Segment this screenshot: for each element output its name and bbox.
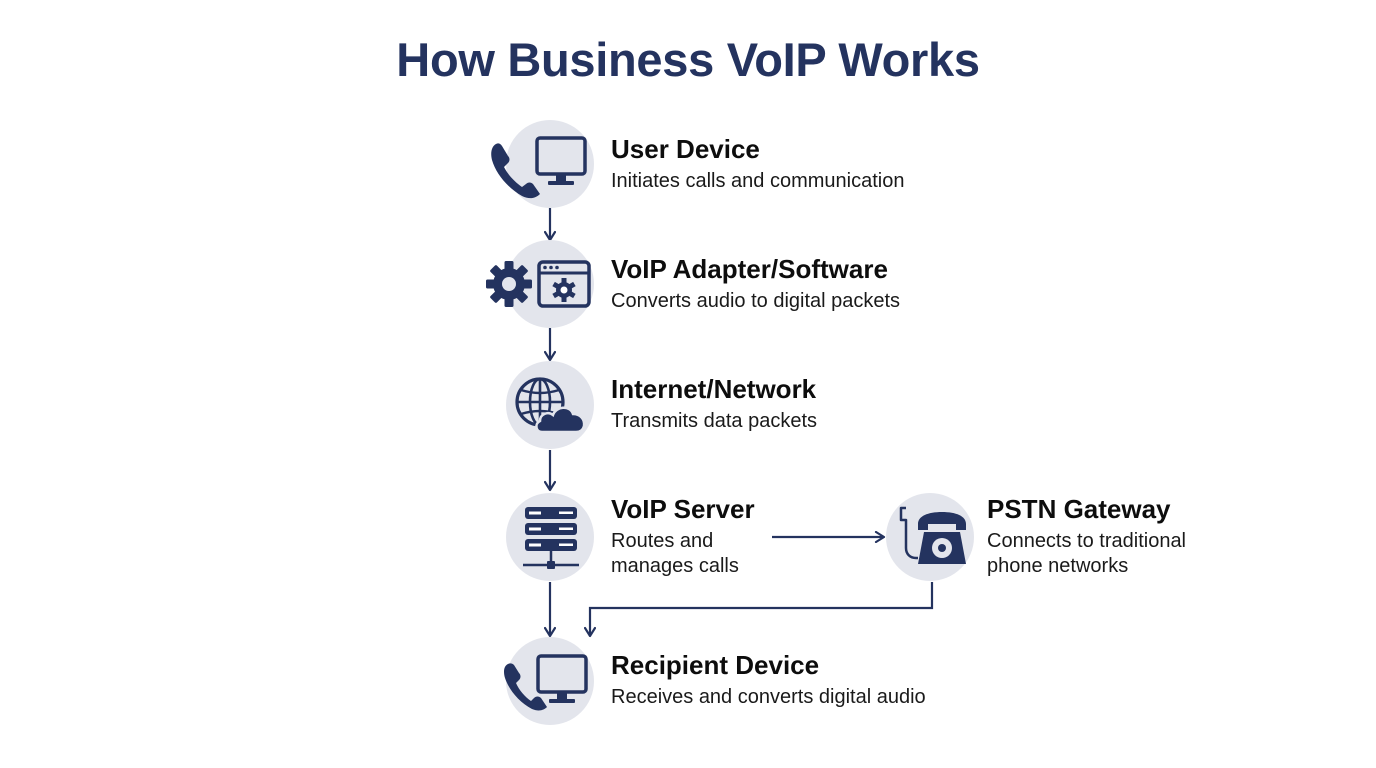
phone-monitor-icon [504,654,588,711]
internet-network-desc: Transmits data packets [611,410,818,432]
recipient-device-desc: Receives and converts digital audio [611,686,926,708]
phone-monitor-icon [491,136,587,199]
voip-adapter-desc: Converts audio to digital packets [611,290,901,312]
arrow-gateway-to-recipient [590,582,934,636]
globe-cloud-icon [515,377,586,434]
pstn-gateway-desc-line2: phone networks [987,555,1129,577]
gear-window-icon [486,260,591,308]
voip-server-desc-line1: Routes and [611,530,714,552]
internet-network-title: Internet/Network [611,374,817,404]
desk-phone-icon [899,506,966,564]
diagram-title: How Business VoIP Works [396,33,980,86]
user-device-desc: Initiates calls and communication [611,170,905,192]
user-device-title: User Device [611,134,760,164]
voip-adapter-title: VoIP Adapter/Software [611,254,888,284]
voip-server-desc-line2: manages calls [611,555,739,577]
recipient-device-circle [506,637,594,725]
recipient-device-title: Recipient Device [611,650,820,680]
server-rack-icon [523,507,579,569]
pstn-gateway-title: PSTN Gateway [987,494,1171,524]
pstn-gateway-desc-line1: Connects to traditional [987,530,1187,552]
voip-server-title: VoIP Server [611,494,755,524]
